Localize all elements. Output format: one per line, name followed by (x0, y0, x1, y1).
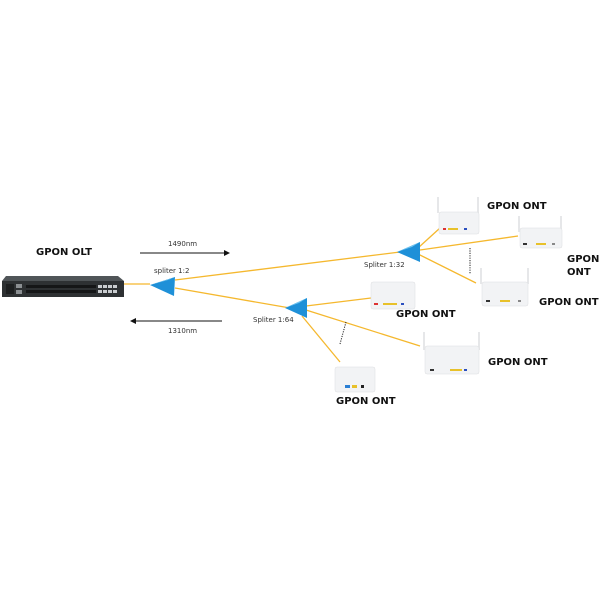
ont-box-icon-4 (370, 281, 416, 310)
ont-small-box-icon-6 (334, 366, 376, 393)
fiber-s164-ont4 (305, 297, 372, 307)
ont-router-icon-1 (437, 197, 480, 235)
fiber-s132-ont2 (419, 235, 519, 251)
ont-label-3: GPON ONT (539, 297, 599, 308)
ont-router-icon-2 (518, 216, 563, 249)
fiber-s132-ont1 (417, 227, 441, 249)
ont-label-5: GPON ONT (488, 357, 548, 368)
splitter-1-32-icon (397, 242, 420, 262)
fiber-s12-s164 (174, 287, 291, 309)
upstream-arrow (130, 318, 222, 324)
upstream-wavelength-label: 1310nm (168, 327, 198, 335)
olt-device-icon (2, 276, 124, 297)
fiber-s132-ont3 (417, 253, 477, 284)
ont-label-4: GPON ONT (396, 309, 456, 320)
ont-router-icon-3 (480, 268, 529, 307)
fiber-links (120, 227, 519, 363)
fiber-s12-s132 (174, 251, 401, 281)
splitter-1-64-label: Spliter 1:64 (253, 316, 294, 324)
ont-label-2: GPON ONT (567, 253, 599, 279)
fiber-s164-ont5 (305, 309, 421, 347)
splitter-1-64-icon (285, 298, 307, 318)
olt-label: GPON OLT (36, 247, 92, 258)
fiber-s164-ont6 (301, 315, 341, 363)
downstream-arrow (140, 250, 230, 256)
splitter-1-32-label: Spliter 1:32 (364, 261, 405, 269)
ont-label-1: GPON ONT (487, 201, 547, 212)
splitter-1-2-label: spliter 1:2 (154, 267, 190, 275)
ont-label-2-line2: ONT (567, 267, 591, 278)
ont-label-6: GPON ONT (336, 396, 396, 407)
ont-label-2-line1: GPON (567, 254, 600, 265)
downstream-wavelength-label: 1490nm (168, 240, 198, 248)
ont-router-icon-5 (423, 332, 480, 375)
ellipsis-dots-164 (339, 321, 347, 345)
splitter-1-2-icon (150, 277, 175, 296)
